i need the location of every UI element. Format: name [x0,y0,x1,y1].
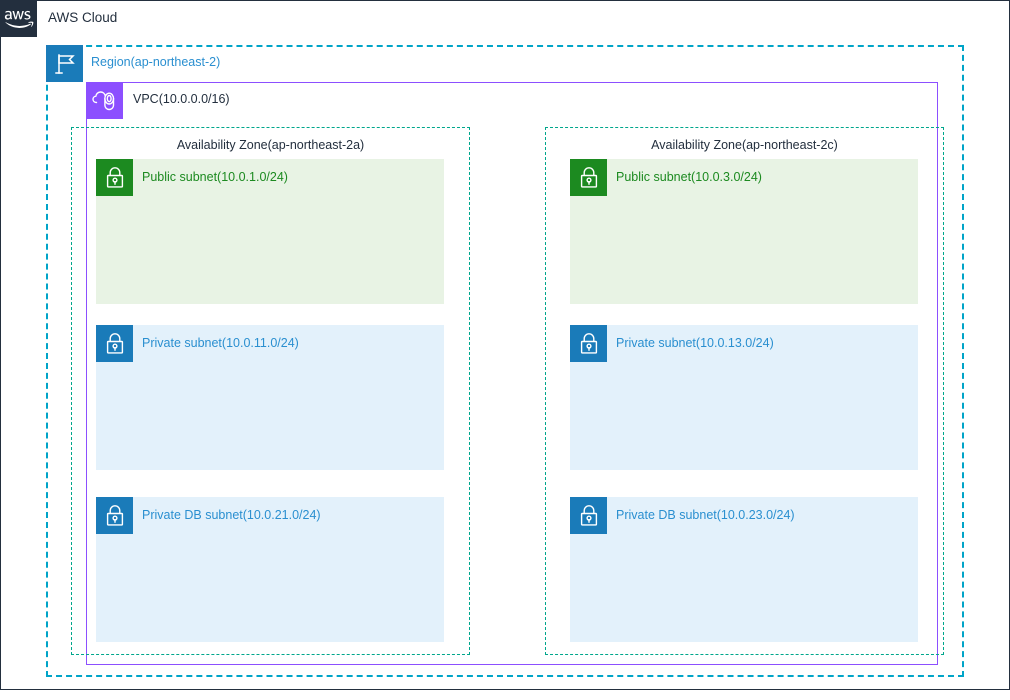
region-label: Region(ap-northeast-2) [91,55,221,69]
subnet-label: Private subnet(10.0.13.0/24) [616,336,774,350]
vpc-container [86,82,938,665]
vpc-cloud-icon [86,82,123,119]
availability-zone-a-label: Availability Zone(ap-northeast-2a) [176,138,365,152]
availability-zone-a-container: Availability Zone(ap-northeast-2a) [71,127,470,655]
subnet-public-az-a: Public subnet(10.0.1.0/24) [96,159,444,304]
subnet-public-az-c: Public subnet(10.0.3.0/24) [570,159,918,304]
padlock-icon [570,497,607,534]
subnet-private-db-az-c: Private DB subnet(10.0.23.0/24) [570,497,918,642]
availability-zone-c-label: Availability Zone(ap-northeast-2c) [651,138,838,152]
subnet-label: Private DB subnet(10.0.21.0/24) [142,508,321,522]
region-container [46,45,964,677]
padlock-icon [570,325,607,362]
region-flag-icon [46,45,83,82]
padlock-icon [96,159,133,196]
padlock-icon [96,497,133,534]
subnet-private-az-c: Private subnet(10.0.13.0/24) [570,325,918,470]
aws-cloud-label: AWS Cloud [48,10,118,25]
subnet-label: Public subnet(10.0.1.0/24) [142,170,288,184]
aws-logo-icon [0,0,37,37]
subnet-label: Public subnet(10.0.3.0/24) [616,170,762,184]
subnet-private-az-a: Private subnet(10.0.11.0/24) [96,325,444,470]
subnet-private-db-az-a: Private DB subnet(10.0.21.0/24) [96,497,444,642]
subnet-label: Private DB subnet(10.0.23.0/24) [616,508,795,522]
padlock-icon [96,325,133,362]
availability-zone-c-container: Availability Zone(ap-northeast-2c) [545,127,944,655]
padlock-icon [570,159,607,196]
vpc-label: VPC(10.0.0.0/16) [133,92,230,106]
subnet-label: Private subnet(10.0.11.0/24) [142,336,299,350]
